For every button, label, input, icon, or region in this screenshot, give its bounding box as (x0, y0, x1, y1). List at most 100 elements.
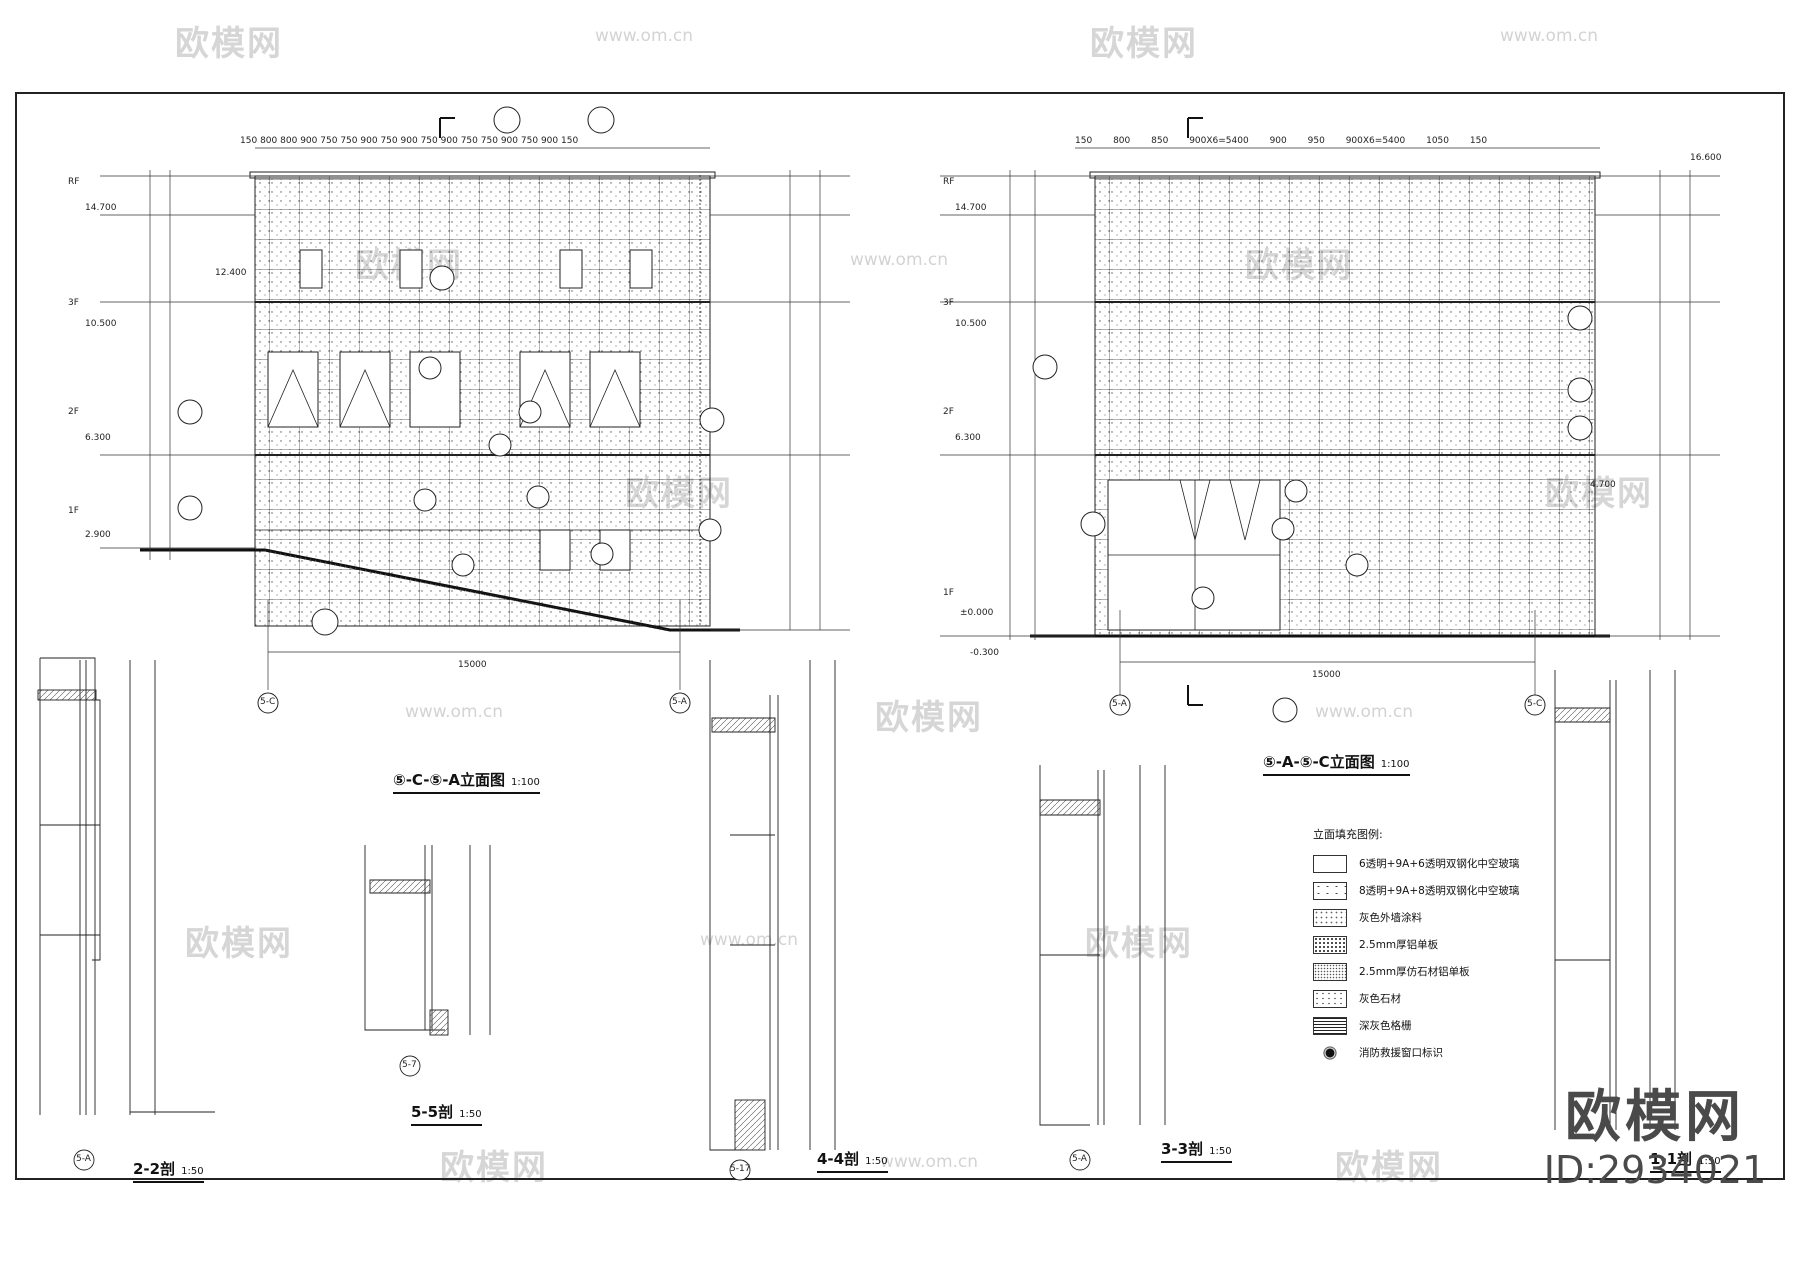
axis-label: 5-A (76, 1154, 91, 1164)
legend-swatch (1313, 962, 1347, 981)
section-55-scale: 1:50 (459, 1109, 482, 1120)
elevation-left-title-text: ⑤-C-⑤-A立面图 (393, 771, 506, 789)
left-elevation (100, 106, 850, 714)
dim: 750 (420, 136, 438, 146)
section-33-scale: 1:50 (1209, 1146, 1232, 1157)
section-55-title: 5-5剖 1:50 (411, 1101, 482, 1126)
legend-rows: 6透明+9A+6透明双钢化中空玻璃 8透明+9A+8透明双钢化中空玻璃灰色外墙涂料… (1313, 850, 1543, 1066)
axis-label: 5-C (260, 697, 276, 707)
level-label: 3F (943, 298, 954, 308)
section-11-title: 1-1剖 1:50 (1650, 1148, 1721, 1173)
legend-label: 8透明+9A+8透明双钢化中空玻璃 (1359, 885, 1520, 897)
legend-label: 灰色石材 (1359, 993, 1401, 1005)
dim: 150 (240, 136, 258, 146)
level-label: -0.300 (970, 648, 1000, 658)
axis-label: 5-A (672, 697, 687, 707)
dim: 750 (340, 136, 358, 146)
right-elevation (940, 117, 1720, 723)
dim: 750 (320, 136, 338, 146)
legend-item: 灰色外墙涂料 (1313, 904, 1543, 931)
level-label: 6.300 (955, 433, 981, 443)
level-label: 2.900 (85, 530, 111, 540)
dim: 150 (1469, 136, 1488, 146)
level-label: 2F (68, 407, 79, 417)
level-label: 2F (943, 407, 954, 417)
dim: 900X6=5400 (1345, 136, 1406, 146)
dim: 1050 (1426, 136, 1449, 146)
level-label: 1F (943, 588, 954, 598)
legend-label: 消防救援窗口标识 (1359, 1047, 1443, 1059)
legend-item: 灰色石材 (1313, 985, 1543, 1012)
level-label: 12.400 (215, 268, 247, 278)
section-55-title-text: 5-5剖 (411, 1103, 454, 1121)
dim: 900 (440, 136, 458, 146)
legend-swatch (1313, 989, 1347, 1008)
section-11-scale: 1:50 (1698, 1156, 1721, 1167)
legend-label: 深灰色格栅 (1359, 1020, 1412, 1032)
section-33-title: 3-3剖 1:50 (1161, 1138, 1232, 1163)
level-label: ±0.000 (960, 608, 994, 618)
level-label: 10.500 (955, 319, 987, 329)
axis-label: 5-A (1072, 1154, 1087, 1164)
top-dimensions-left: 150 800 800 900 750 750 900 750 900 750 … (240, 136, 578, 146)
brand-watermark-name: 欧模网 (1565, 1085, 1745, 1150)
section-33-title-text: 3-3剖 (1161, 1140, 1204, 1158)
legend-item: 消防救援窗口标识 (1313, 1039, 1543, 1066)
dim: 750 (460, 136, 478, 146)
total-width-right: 15000 (1312, 670, 1341, 680)
dim: 900 (300, 136, 318, 146)
level-label: 10.500 (85, 319, 117, 329)
section-11-title-text: 1-1剖 (1650, 1150, 1693, 1168)
elevation-right-title-text: ⑤-A-⑤-C立面图 (1263, 753, 1375, 771)
legend-item: 2.5mm厚铝单板 (1313, 931, 1543, 958)
total-width-left: 15000 (458, 660, 487, 670)
dim: 750 (380, 136, 398, 146)
dim: 800 (260, 136, 278, 146)
section-44-scale: 1:50 (865, 1156, 888, 1167)
level-label: 3F (68, 298, 79, 308)
axis-label: 5-17 (730, 1164, 751, 1174)
dim: 950 (1307, 136, 1325, 146)
dim: 900 (360, 136, 378, 146)
legend-label: 灰色外墙涂料 (1359, 912, 1422, 924)
legend-label: 2.5mm厚仿石材铝单板 (1359, 966, 1470, 978)
level-label: RF (943, 177, 955, 187)
legend-swatch (1313, 1016, 1347, 1035)
level-label: RF (68, 177, 80, 187)
dim: 900 (500, 136, 518, 146)
section-44-title-text: 4-4剖 (817, 1150, 860, 1168)
axis-label: 5-C (1527, 699, 1543, 709)
dim: 750 (520, 136, 539, 146)
dim: 900 (540, 136, 559, 146)
section-22-scale: 1:50 (181, 1166, 204, 1177)
legend-swatch (1313, 935, 1347, 954)
level-label: 6.300 (85, 433, 111, 443)
dim: 150 (561, 136, 579, 146)
dim: 150 (1075, 136, 1093, 146)
elevation-left-title: ⑤-C-⑤-A立面图 1:100 (393, 769, 540, 794)
legend-label: 2.5mm厚铝单板 (1359, 939, 1439, 951)
legend-item: 8透明+9A+8透明双钢化中空玻璃 (1313, 877, 1543, 904)
drawing-frame (15, 92, 1785, 1180)
legend-swatch (1313, 1043, 1347, 1062)
sections (37, 657, 1676, 1181)
legend-item: 6透明+9A+6透明双钢化中空玻璃 (1313, 850, 1543, 877)
elevation-left-scale: 1:100 (511, 777, 540, 788)
legend-swatch (1313, 854, 1347, 873)
section-22-title-text: 2-2剖 (133, 1160, 176, 1178)
legend-item: 深灰色格栅 (1313, 1012, 1543, 1039)
level-label: 14.700 (85, 203, 117, 213)
dim: 750 (480, 136, 498, 146)
top-dimensions-right: 150 800 850 900X6=5400 900 950 900X6=540… (1075, 136, 1487, 146)
axis-label: 5-A (1112, 699, 1127, 709)
legend-heading: 立面填充图例: (1313, 828, 1383, 841)
fill-legend: 立面填充图例: 6透明+9A+6透明双钢化中空玻璃 8透明+9A+8透明双钢化中空… (1313, 826, 1543, 1066)
dim: 900 (400, 136, 418, 146)
legend-swatch (1313, 908, 1347, 927)
axis-label: 5-7 (402, 1060, 417, 1070)
section-22-title: 2-2剖 1:50 (133, 1158, 204, 1183)
legend-item: 2.5mm厚仿石材铝单板 (1313, 958, 1543, 985)
dim: 800 (280, 136, 298, 146)
